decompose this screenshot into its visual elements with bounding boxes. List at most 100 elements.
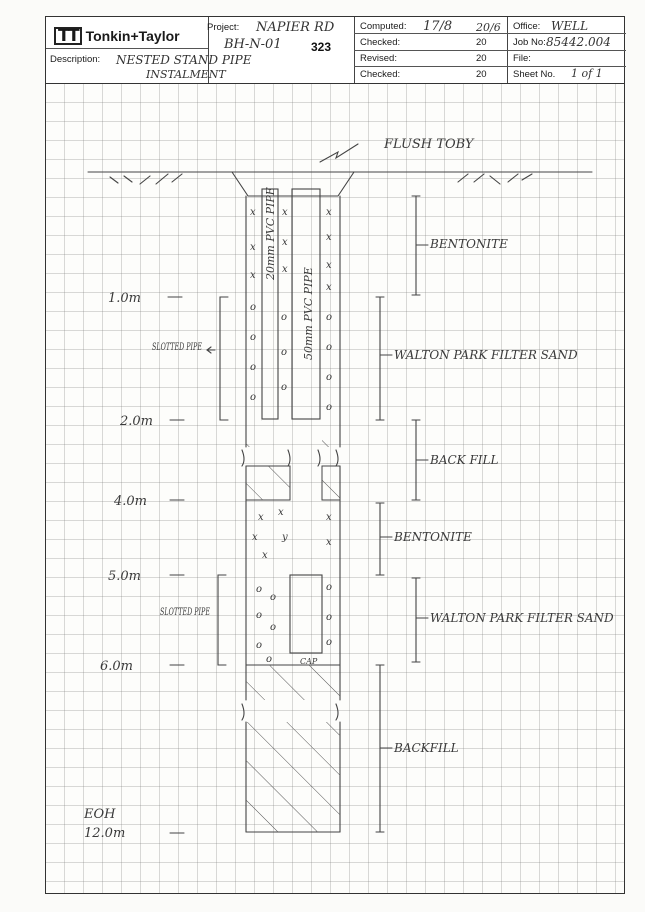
break-marks-1 (241, 449, 339, 467)
svg-text:o: o (326, 637, 332, 648)
backfill-hatch-c (245, 465, 291, 501)
svg-text:o: o (250, 392, 256, 403)
svg-text:x: x (326, 512, 332, 523)
cap-label: CAP (300, 657, 318, 666)
svg-text:x: x (282, 237, 288, 248)
svg-text:o: o (326, 582, 332, 593)
backfill-hatch-b (322, 420, 340, 447)
svg-text:x: x (282, 207, 288, 218)
layer-bracket-sand-2 (411, 577, 429, 663)
checked-label-2: Checked: (360, 69, 401, 80)
svg-text:o: o (266, 654, 272, 665)
svg-text:x: x (326, 207, 332, 218)
description-line-1: NESTED STAND PIPE (116, 53, 252, 67)
eoh-depth: 12.0m (84, 826, 125, 841)
slotted-bracket-1 (219, 296, 229, 421)
backfill-hatch-f (246, 722, 340, 832)
ground-hatch-right (457, 173, 533, 185)
svg-text:o: o (281, 347, 287, 358)
inner-pipe (261, 188, 279, 420)
inner-pipe-label: 20mm PVC PIPE (264, 187, 277, 281)
calculation-sheet: TT Tonkin+Taylor Description: Project: N… (45, 16, 626, 894)
company-logo: TT Tonkin+Taylor (54, 27, 180, 45)
layer-bracket-bentonite-2 (375, 502, 393, 576)
slotted-label-1: SLOTTED PIPE (152, 342, 202, 353)
layer-backfill-2: BACKFILL (393, 741, 459, 755)
job-number-label: Job No: (513, 37, 546, 48)
svg-text:o: o (281, 312, 287, 323)
svg-text:o: o (326, 612, 332, 623)
checked-year-1: 20 (476, 37, 487, 48)
break-marks-2 (241, 703, 339, 721)
project-label: Project: (207, 22, 240, 33)
project-number: 323 (311, 40, 332, 54)
layer-sand-2: WALTON PARK FILTER SAND (430, 611, 614, 625)
slotted-label-2: SLOTTED PIPE (160, 607, 210, 618)
description-label: Description: (50, 54, 101, 65)
layer-backfill-1: BACK FILL (429, 453, 498, 467)
layer-sand-1: WALTON PARK FILTER SAND (394, 348, 578, 362)
revised-label: Revised: (360, 53, 397, 64)
svg-text:o: o (256, 584, 262, 595)
sheet-number-value: 1 of 1 (571, 67, 603, 80)
svg-text:o: o (256, 610, 262, 621)
layer-bracket-sand-1 (375, 296, 393, 421)
company-name: Tonkin+Taylor (85, 28, 180, 44)
office-label: Office: (513, 21, 541, 32)
depth-label-2m: 2.0m (119, 414, 153, 429)
job-number-value: 85442.004 (546, 35, 611, 49)
computed-label: Computed: (360, 21, 407, 32)
backfill-hatch-e (246, 665, 340, 700)
logo-mark: TT (54, 27, 82, 45)
layer-bracket-backfill-1 (411, 419, 429, 501)
svg-text:x: x (278, 507, 284, 518)
svg-text:o: o (281, 382, 287, 393)
svg-text:o: o (326, 402, 332, 413)
slotted-bracket-2 (217, 574, 227, 666)
file-label: File: (513, 53, 531, 64)
depth-label-4m: 4.0m (113, 494, 147, 509)
layer-bracket-backfill-2 (375, 664, 393, 833)
svg-text:y: y (281, 532, 288, 543)
description-line-2: INSTALMENT (146, 68, 226, 81)
svg-text:o: o (250, 362, 256, 373)
toby-arrow (319, 143, 359, 163)
depth-label-1m: 1.0m (108, 291, 141, 306)
checked-label-1: Checked: (360, 37, 401, 48)
title-block: TT Tonkin+Taylor Description: Project: N… (46, 17, 626, 84)
svg-text:o: o (326, 312, 332, 323)
toby-outline (231, 171, 355, 197)
svg-text:x: x (326, 260, 332, 271)
depth-label-6m: 6.0m (100, 659, 133, 674)
sheet-number-label: Sheet No. (513, 69, 556, 80)
computed-date: 17/8 (423, 19, 453, 34)
checked-year-2: 20 (476, 69, 487, 80)
svg-text:x: x (258, 512, 264, 523)
svg-text:x: x (250, 270, 256, 281)
eoh-label: EOH (83, 807, 116, 822)
svg-text:o: o (250, 332, 256, 343)
outer-pipe-lower (289, 574, 323, 654)
layer-bentonite-2: BENTONITE (393, 530, 472, 544)
surface-note: FLUSH TOBY (383, 137, 475, 152)
svg-text:o: o (270, 592, 276, 603)
svg-text:o: o (326, 342, 332, 353)
svg-text:x: x (326, 232, 332, 243)
svg-text:x: x (282, 264, 288, 275)
layer-bracket-bentonite-1 (411, 195, 429, 296)
svg-text:x: x (326, 282, 332, 293)
outer-pipe (291, 188, 321, 420)
layer-bentonite-1: BENTONITE (429, 237, 508, 251)
svg-text:o: o (270, 622, 276, 633)
svg-text:x: x (262, 550, 268, 561)
svg-text:o: o (250, 302, 256, 313)
backfill-hatch-a (246, 420, 262, 447)
office-value: WELL (551, 19, 589, 33)
depth-label-5m: 5.0m (108, 569, 141, 584)
svg-text:x: x (250, 207, 256, 218)
svg-text:o: o (326, 372, 332, 383)
slotted-arrow-1 (206, 346, 216, 354)
borehole-id: BH-N-01 (224, 37, 282, 52)
project-name: NAPIER RD (256, 20, 335, 35)
